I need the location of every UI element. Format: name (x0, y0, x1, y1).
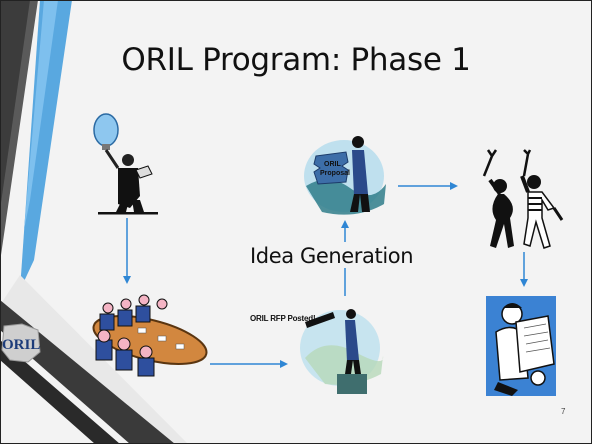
light-band-bottom (0, 275, 188, 444)
blue-band (20, 0, 72, 290)
page-number: 7 (561, 407, 566, 416)
proposal-text-proposal: Proposal (320, 170, 350, 177)
dark-band-bottom (0, 300, 175, 444)
oril-logo-text: ORIL (2, 337, 40, 353)
page-title: ORIL Program: Phase 1 (121, 42, 471, 78)
idea-generation-caption: Idea Generation (250, 244, 414, 268)
certificate-reader-icon (482, 292, 560, 402)
telescope-person-icon (295, 296, 385, 396)
high-five-icon (470, 148, 570, 254)
meeting-table-icon (78, 292, 208, 380)
light-blue-band (24, 0, 58, 230)
darker-band-bottom (0, 340, 120, 444)
proposal-text-oril: ORIL (324, 161, 341, 168)
lightbulb-person-icon (92, 108, 162, 218)
dark-band-top (0, 0, 30, 210)
rfp-posted-label: ORIL RFP Posted! (250, 314, 316, 323)
proposal-puzzle-icon: ORIL Proposal (300, 128, 390, 218)
oril-logo: ORIL (0, 322, 44, 364)
